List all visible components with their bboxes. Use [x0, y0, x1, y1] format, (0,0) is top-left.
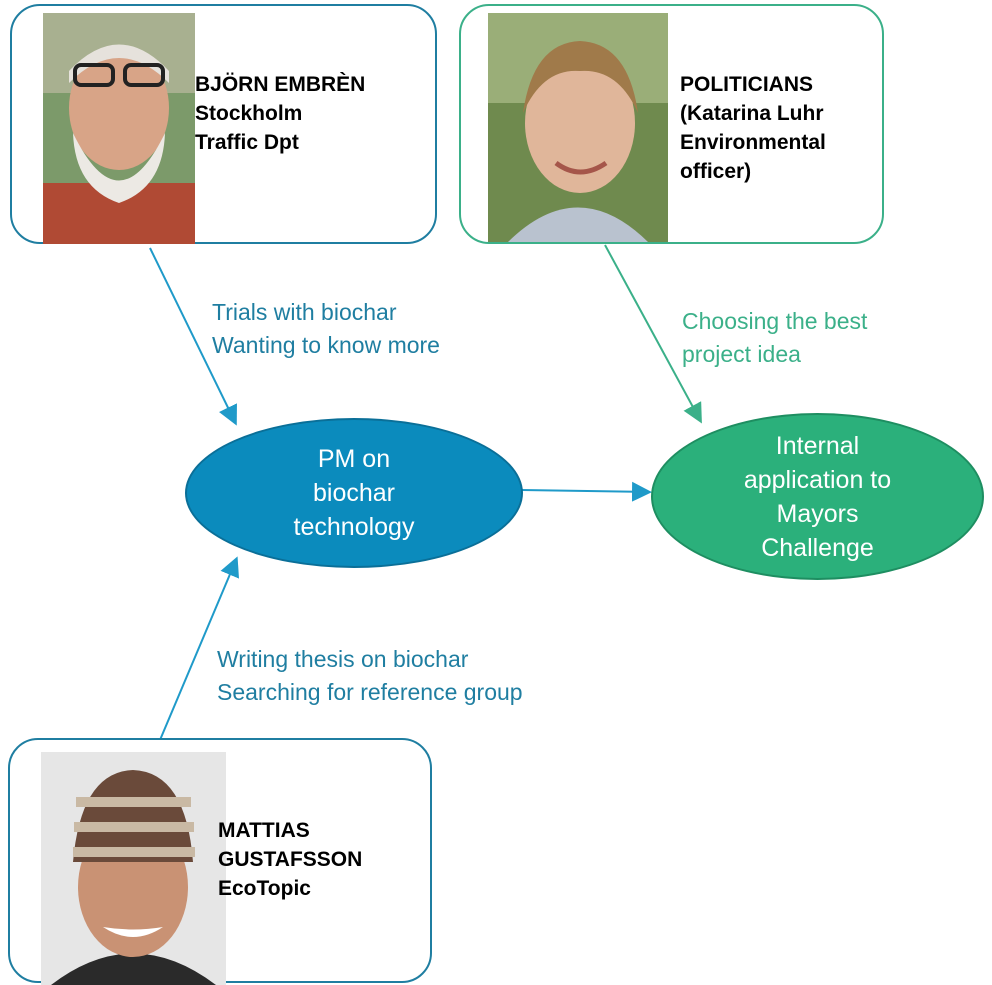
- card-mattias-gustafsson: MATTIAS GUSTAFSSON EcoTopic: [8, 738, 432, 985]
- older-man-portrait-image: [43, 13, 195, 244]
- mattias-last-name: GUSTAFSSON: [218, 848, 363, 871]
- node-internal-line-2: application to: [743, 465, 892, 494]
- node-internal-application: Internal application to Mayors Challenge: [651, 413, 984, 580]
- bjorn-city: Stockholm: [195, 102, 303, 125]
- node-pm-biochar: PM on biochar technology: [185, 418, 523, 568]
- politicians-name: (Katarina Luhr: [680, 102, 824, 125]
- politicians-role-1: Environmental: [680, 131, 826, 154]
- woman-portrait-image: [488, 13, 668, 242]
- note-writing: Writing thesis on biochar Searching for …: [217, 643, 523, 709]
- bjorn-name: BJÖRN EMBRÈN: [195, 73, 366, 96]
- node-internal-line-3: Mayors: [776, 499, 859, 528]
- politicians-photo: [488, 13, 668, 242]
- arrow-politicians-to-internal: [604, 244, 702, 424]
- note-choosing-line-2: project idea: [682, 341, 801, 367]
- node-internal-line-4: Challenge: [761, 533, 874, 562]
- arrow-mattias-to-pm: [159, 556, 239, 741]
- note-trials-line-2: Wanting to know more: [212, 332, 440, 358]
- arrow-bjorn-to-pm: [149, 247, 237, 426]
- note-trials-line-1: Trials with biochar: [212, 299, 397, 325]
- card-politicians: POLITICIANS (Katarina Luhr Environmental…: [459, 4, 884, 244]
- node-pm-line-1: PM on: [317, 445, 391, 473]
- mattias-photo: [41, 752, 226, 985]
- note-trials: Trials with biochar Wanting to know more: [212, 296, 440, 362]
- node-pm-line-3: technology: [293, 513, 415, 541]
- man-in-knit-hat-image: [41, 752, 226, 985]
- note-choosing: Choosing the best project idea: [682, 305, 867, 371]
- node-pm-line-2: biochar: [313, 479, 395, 507]
- note-writing-line-1: Writing thesis on biochar: [217, 646, 469, 672]
- arrow-pm-to-internal: [521, 481, 652, 502]
- node-internal-line-1: Internal: [775, 431, 860, 460]
- note-choosing-line-1: Choosing the best: [682, 308, 868, 334]
- bjorn-department: Traffic Dpt: [195, 131, 299, 154]
- note-writing-line-2: Searching for reference group: [217, 679, 523, 705]
- mattias-company: EcoTopic: [218, 877, 311, 900]
- mattias-first-name: MATTIAS: [218, 819, 310, 842]
- politicians-title: POLITICIANS: [680, 73, 814, 96]
- politicians-role-2: officer): [680, 160, 752, 183]
- card-bjorn-embren: BJÖRN EMBRÈN Stockholm Traffic Dpt: [10, 4, 437, 244]
- bjorn-photo: [43, 13, 195, 244]
